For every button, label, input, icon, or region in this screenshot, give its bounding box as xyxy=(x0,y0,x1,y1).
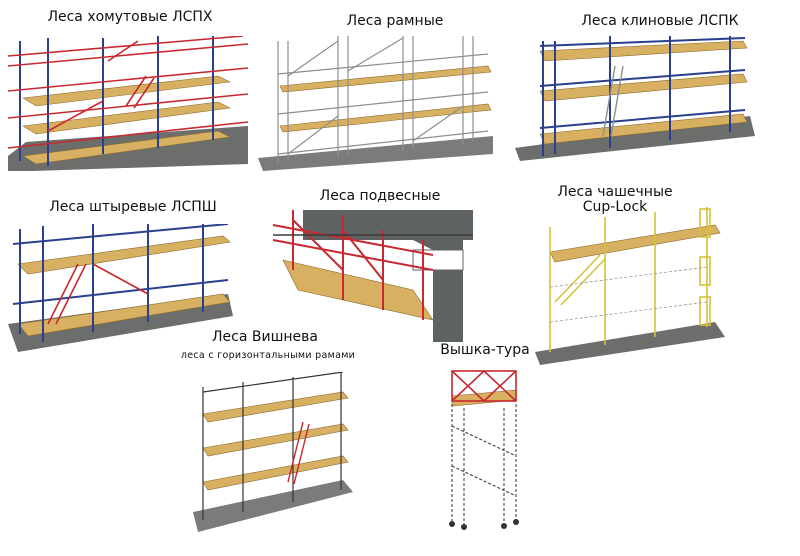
caption-vishnev: Леса Вишнева xyxy=(212,329,318,345)
caption-frame: Леса рамные xyxy=(346,13,444,29)
caption-cuplock-sub: Cup-Lock xyxy=(582,199,648,215)
caption-lspsh: Леса штыревые ЛСПШ xyxy=(49,199,217,215)
caption-vishnev-sub: леса с горизонтальными рамами xyxy=(180,350,356,361)
caption-cuplock: Леса чашечные xyxy=(557,184,673,200)
caption-lspk: Леса клиновые ЛСПК xyxy=(581,13,739,29)
scaffold-vishnev-illustration xyxy=(193,372,353,532)
scaffold-lspk-illustration xyxy=(515,36,755,166)
scaffold-tower-illustration xyxy=(444,366,524,531)
scaffold-frame-illustration xyxy=(258,36,493,171)
scaffold-cuplock-illustration xyxy=(535,207,725,365)
caption-tower: Вышка-тура xyxy=(440,342,530,358)
scaffold-suspended-illustration xyxy=(263,210,473,342)
caption-suspended: Леса подвесные xyxy=(319,188,441,204)
caption-lsph: Леса хомутовые ЛСПХ xyxy=(47,9,213,25)
scaffold-lsph-illustration xyxy=(8,36,248,171)
scaffold-lspsh-illustration xyxy=(8,224,233,352)
